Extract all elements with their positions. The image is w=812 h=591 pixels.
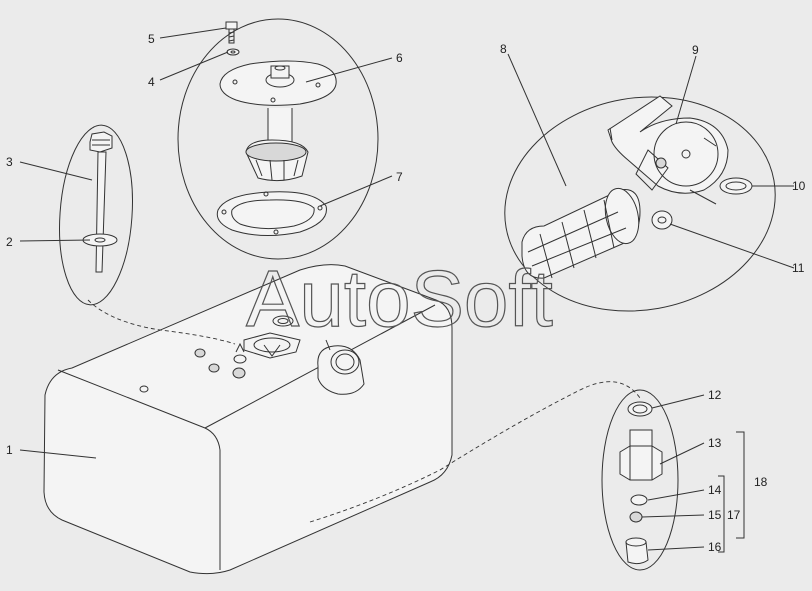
leader-lines bbox=[19, 27, 795, 551]
callout-18: 18 bbox=[754, 475, 768, 489]
callout-14: 14 bbox=[708, 483, 722, 497]
callout-15: 15 bbox=[708, 508, 722, 522]
callout-11: 11 bbox=[792, 261, 805, 275]
drain-group bbox=[601, 389, 745, 571]
sensor-group bbox=[59, 124, 133, 306]
callout-7: 7 bbox=[396, 170, 403, 184]
tank-plug bbox=[139, 385, 149, 393]
strainer-group bbox=[504, 95, 776, 312]
intake-group bbox=[177, 18, 379, 260]
callout-1: 1 bbox=[6, 443, 13, 457]
callout-17: 17 bbox=[727, 508, 741, 522]
bracket-18 bbox=[736, 431, 745, 539]
callout-numbers: 1 2 3 4 5 6 7 8 9 10 11 12 13 14 15 16 1… bbox=[6, 32, 806, 554]
connection-paths bbox=[87, 299, 641, 523]
callout-9: 9 bbox=[692, 43, 699, 57]
callout-13: 13 bbox=[708, 436, 722, 450]
callout-6: 6 bbox=[396, 51, 403, 65]
tank-fittings bbox=[194, 315, 365, 395]
callout-8: 8 bbox=[500, 42, 507, 56]
callout-4: 4 bbox=[148, 75, 155, 89]
callout-10: 10 bbox=[792, 179, 806, 193]
callout-12: 12 bbox=[708, 388, 722, 402]
bracket-17 bbox=[718, 475, 725, 553]
callout-16: 16 bbox=[708, 540, 722, 554]
callout-2: 2 bbox=[6, 235, 13, 249]
callout-3: 3 bbox=[6, 155, 13, 169]
watermark-text: AutoSoft bbox=[246, 254, 553, 343]
fuel-tank bbox=[43, 264, 453, 575]
callout-5: 5 bbox=[148, 32, 155, 46]
